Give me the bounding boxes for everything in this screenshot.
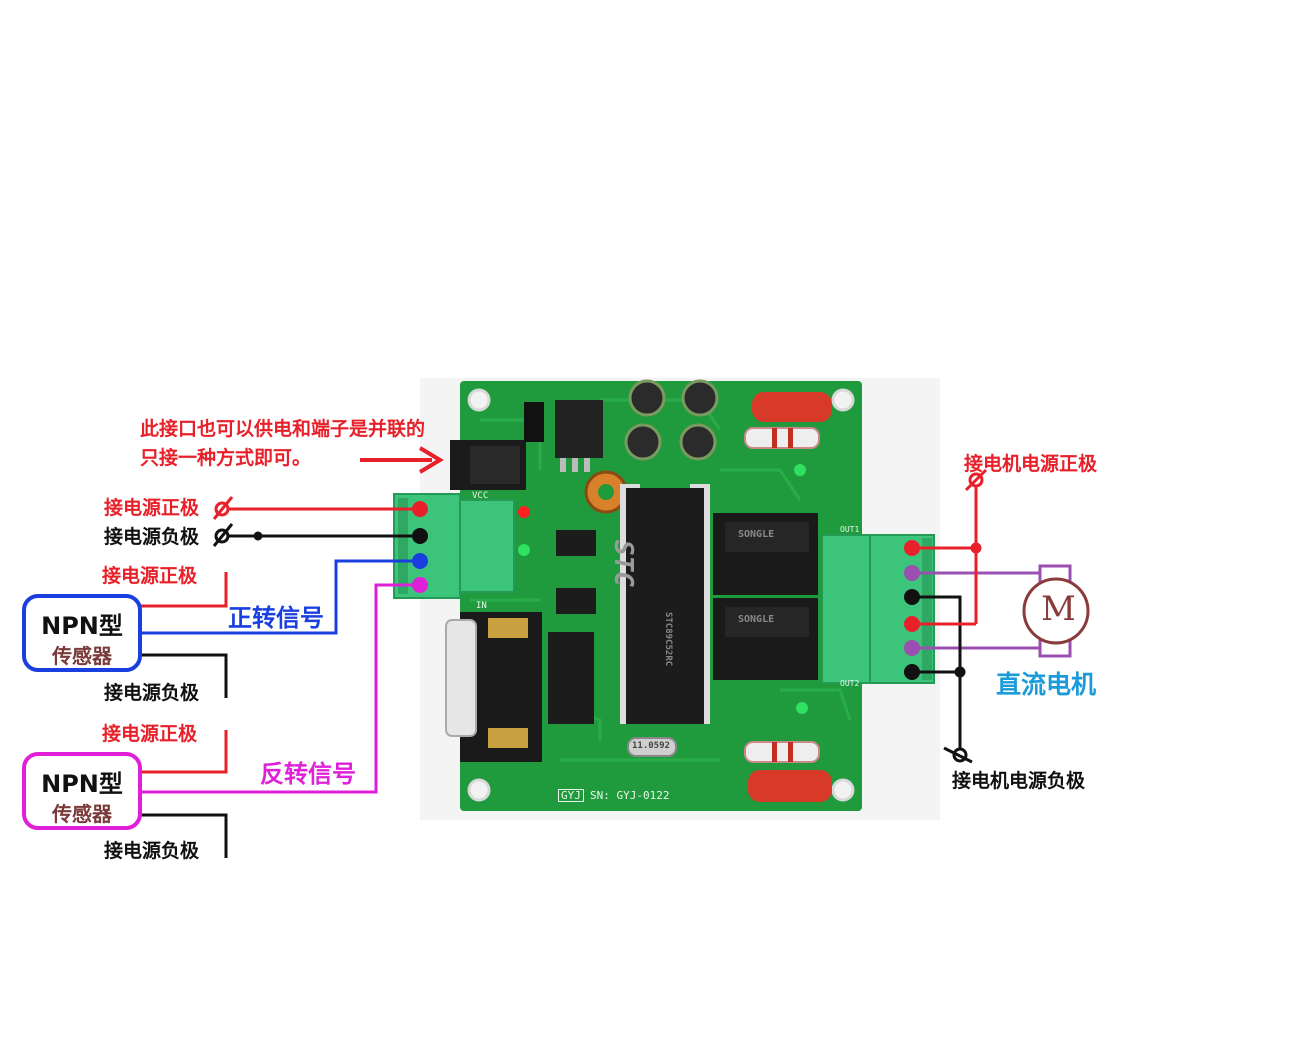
sensor1-box: NPN型 传感器 bbox=[22, 594, 142, 672]
annotation-line1: 此接口也可以供电和端子是并联的 bbox=[140, 418, 426, 440]
sensor1-signal-label: 正转信号 bbox=[228, 604, 324, 632]
chip-model: STC89C52RC bbox=[663, 612, 673, 667]
left-power-wires bbox=[212, 496, 420, 547]
pcb-out1-label: OUT1 bbox=[840, 525, 860, 534]
dc-motor-symbol bbox=[1022, 564, 1090, 658]
mcu-chip bbox=[620, 484, 710, 724]
fuse-bottom bbox=[744, 741, 832, 802]
crystal-label: 11.0592 bbox=[632, 741, 670, 751]
ic-small-1 bbox=[556, 530, 596, 556]
relay-1 bbox=[713, 513, 818, 595]
pcb-out2-label: OUT2 bbox=[840, 679, 860, 688]
relay-2 bbox=[713, 598, 818, 680]
pcb-serial: SN: GYJ-0122 bbox=[590, 789, 670, 802]
pcb-vcc-label: VCC bbox=[472, 491, 489, 501]
capacitors bbox=[624, 379, 719, 461]
ic-small-2 bbox=[556, 588, 596, 614]
left-terminal-dots bbox=[412, 501, 428, 593]
sensor1-subtitle: 传感器 bbox=[52, 644, 112, 668]
fuse-top bbox=[744, 392, 832, 449]
motor-label: 直流电机 bbox=[996, 670, 1097, 699]
motor-power-neg-label: 接电机电源负极 bbox=[952, 770, 1086, 792]
relay1-label: SONGLE bbox=[738, 529, 775, 540]
output-terminal-block bbox=[821, 534, 935, 684]
left-power-neg-label: 接电源负极 bbox=[104, 526, 200, 548]
sensor1-power-neg-label: 接电源负极 bbox=[104, 682, 200, 704]
sensor1-wires bbox=[140, 559, 420, 698]
sensor2-subtitle: 传感器 bbox=[52, 802, 112, 826]
crystal bbox=[627, 737, 677, 757]
sensor2-power-pos-label: 接电源正极 bbox=[102, 723, 198, 745]
sensor2-wires bbox=[140, 583, 420, 858]
dc-power-jack bbox=[450, 440, 526, 490]
sensor2-title: NPN型 bbox=[41, 770, 123, 798]
voltage-regulator bbox=[524, 400, 603, 472]
annotation-arrow bbox=[360, 446, 444, 474]
led-green-2 bbox=[794, 464, 806, 476]
sensor1-title: NPN型 bbox=[41, 612, 123, 640]
motor-symbol-letter: M bbox=[1041, 589, 1076, 629]
led-red bbox=[518, 506, 530, 518]
left-power-pos-label: 接电源正极 bbox=[104, 497, 200, 519]
led-green-1 bbox=[518, 544, 530, 556]
led-green-3 bbox=[796, 702, 808, 714]
chip-brand: STC bbox=[608, 540, 638, 587]
db9-serial-port bbox=[445, 612, 542, 762]
sensor2-signal-label: 反转信号 bbox=[260, 760, 356, 788]
sensor1-power-pos-label: 接电源正极 bbox=[102, 565, 198, 587]
sensor2-power-neg-label: 接电源负极 bbox=[104, 840, 200, 862]
right-terminal-dots bbox=[904, 540, 920, 680]
sensor2-box: NPN型 传感器 bbox=[22, 752, 142, 830]
pcb-serial-prefix: GYJ bbox=[558, 789, 584, 802]
motor-power-pos-label: 接电机电源正极 bbox=[964, 453, 1098, 475]
pcb-in-label: IN bbox=[476, 601, 487, 611]
ic-max232 bbox=[548, 632, 594, 724]
annotation-line2: 只接一种方式即可。 bbox=[140, 447, 312, 469]
relay2-label: SONGLE bbox=[738, 614, 775, 625]
